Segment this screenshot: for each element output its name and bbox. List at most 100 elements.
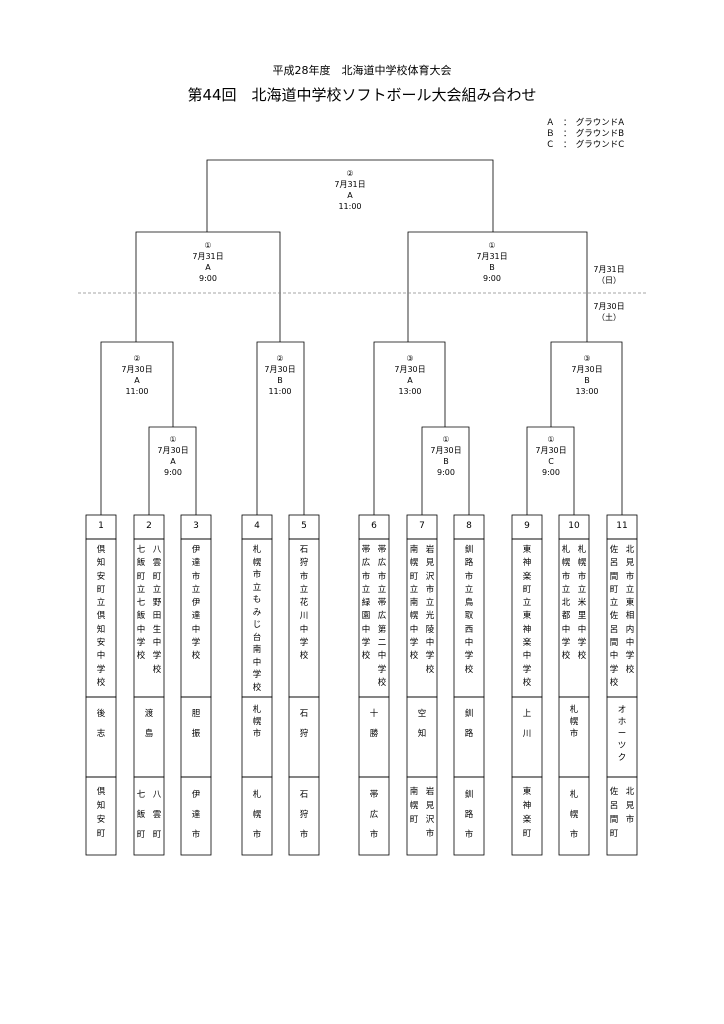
team-city-cell	[180, 776, 212, 856]
match-num: ①	[442, 435, 450, 444]
school-name: 倶知安町立倶知安中学校	[96, 545, 106, 688]
match-num: ①	[547, 435, 555, 444]
legend-ground-b: Ｂ ： グラウンドB	[546, 129, 625, 139]
match-date: 7月30日	[535, 446, 567, 455]
r1a-line	[148, 426, 197, 515]
team-number: 1	[98, 521, 104, 531]
city-name: 佐呂間町	[609, 787, 619, 839]
region-name: 空 知	[417, 709, 435, 739]
match-ground: A	[170, 457, 176, 466]
school-name: 札幌市立もみじ台南中学校	[252, 545, 262, 693]
match-num: ②	[133, 354, 141, 363]
match-time: 9:00	[164, 468, 182, 477]
day1-label: 7月30日 （土）	[589, 301, 629, 323]
day2-date: 7月31日	[593, 265, 625, 274]
region-name: 渡 島	[144, 709, 162, 739]
match-date: 7月30日	[121, 365, 153, 374]
team-city-cell	[406, 776, 438, 856]
match-ground: C	[548, 457, 554, 466]
school-name: 南幌町立南幌中学校	[409, 545, 419, 662]
r1c-line	[526, 426, 575, 515]
match-num: ②	[346, 169, 354, 178]
city-name: 伊達市	[191, 790, 201, 840]
school-name: 北見市立東相内中学校	[625, 545, 635, 675]
tournament-title: 第44回 北海道中学校ソフトボール大会組み合わせ	[187, 86, 537, 104]
city-name: 倶知安町	[96, 787, 106, 839]
school-name: 石狩市立花川中学校	[299, 545, 309, 662]
school-name: 七飯町立七飯中学校	[136, 545, 146, 662]
city-name: 南幌町	[409, 787, 419, 825]
city-name: 石狩市	[299, 790, 309, 840]
match-time: 9:00	[199, 274, 217, 283]
match-time: 11:00	[338, 202, 362, 211]
city-name: 八雲町	[152, 790, 162, 840]
city-name: 東神楽町	[522, 787, 532, 839]
school-name: 札幌市立米里中学校	[577, 545, 587, 662]
match-time: 9:00	[542, 468, 560, 477]
school-name: 佐呂間町立佐呂間中学校	[609, 545, 619, 688]
match-num: ③	[583, 354, 591, 363]
match-date: 7月30日	[394, 365, 426, 374]
region-name: 後 志	[96, 709, 114, 739]
team-city-cell	[453, 776, 485, 856]
match-ground: B	[277, 376, 283, 385]
region-name: 札 幌 市	[569, 705, 587, 739]
region-name: 札 幌 市	[252, 705, 270, 739]
region-name: 石 狩	[299, 709, 317, 739]
final-line	[206, 159, 494, 232]
team-city-cell	[288, 776, 320, 856]
team-number: 6	[371, 521, 377, 531]
city-name: 北見市	[625, 787, 635, 825]
match-num: ①	[169, 435, 177, 444]
match-date: 7月31日	[334, 180, 366, 189]
city-name: 岩見沢市	[425, 787, 435, 839]
qf2-line	[256, 341, 305, 515]
school-name: 帯広市立緑園中学校	[361, 545, 371, 662]
match-num: ③	[406, 354, 414, 363]
region-name: 釧 路	[464, 709, 482, 739]
match-num: ①	[488, 241, 496, 250]
team-number: 9	[524, 521, 530, 531]
match-ground: A	[407, 376, 413, 385]
semifinal-right-line	[407, 231, 588, 342]
match-date: 7月30日	[571, 365, 603, 374]
legend-ground-c: Ｃ ： グラウンドC	[546, 140, 625, 150]
match-ground: B	[489, 263, 495, 272]
city-name: 札幌市	[252, 790, 262, 840]
r1b-line	[421, 426, 470, 515]
match-num: ②	[276, 354, 284, 363]
team-city-cell	[511, 776, 543, 856]
semifinal-left-line	[135, 231, 281, 342]
match-num: ①	[204, 241, 212, 250]
team-number: 7	[419, 521, 425, 531]
team-number: 3	[193, 521, 199, 531]
school-name: 東神楽町立東神楽中学校	[522, 545, 532, 688]
team-number: 5	[301, 521, 307, 531]
match-time: 11:00	[268, 387, 292, 396]
city-name: 七飯町	[136, 790, 146, 840]
qf1-line	[100, 341, 174, 515]
match-ground: B	[584, 376, 590, 385]
match-label-r1a: ① 7月30日 A 9:00	[128, 434, 218, 478]
match-time: 9:00	[437, 468, 455, 477]
day2-weekday: （日）	[597, 276, 621, 285]
team-number: 4	[254, 521, 260, 531]
team-city-cell	[85, 776, 117, 856]
match-date: 7月31日	[192, 252, 224, 261]
region-name: オホーツク	[617, 705, 627, 763]
city-name: 帯広市	[369, 790, 379, 840]
region-name: 十 勝	[369, 709, 387, 739]
match-label-r1c: ① 7月30日 C 9:00	[506, 434, 596, 478]
school-name: 帯広市立帯広第二中学校	[377, 545, 387, 688]
match-date: 7月30日	[430, 446, 462, 455]
day1-weekday: （土）	[597, 313, 621, 322]
match-date: 7月30日	[157, 446, 189, 455]
team-city-cell	[358, 776, 390, 856]
region-name: 胆 振	[191, 709, 209, 739]
team-city-cell	[558, 776, 590, 856]
